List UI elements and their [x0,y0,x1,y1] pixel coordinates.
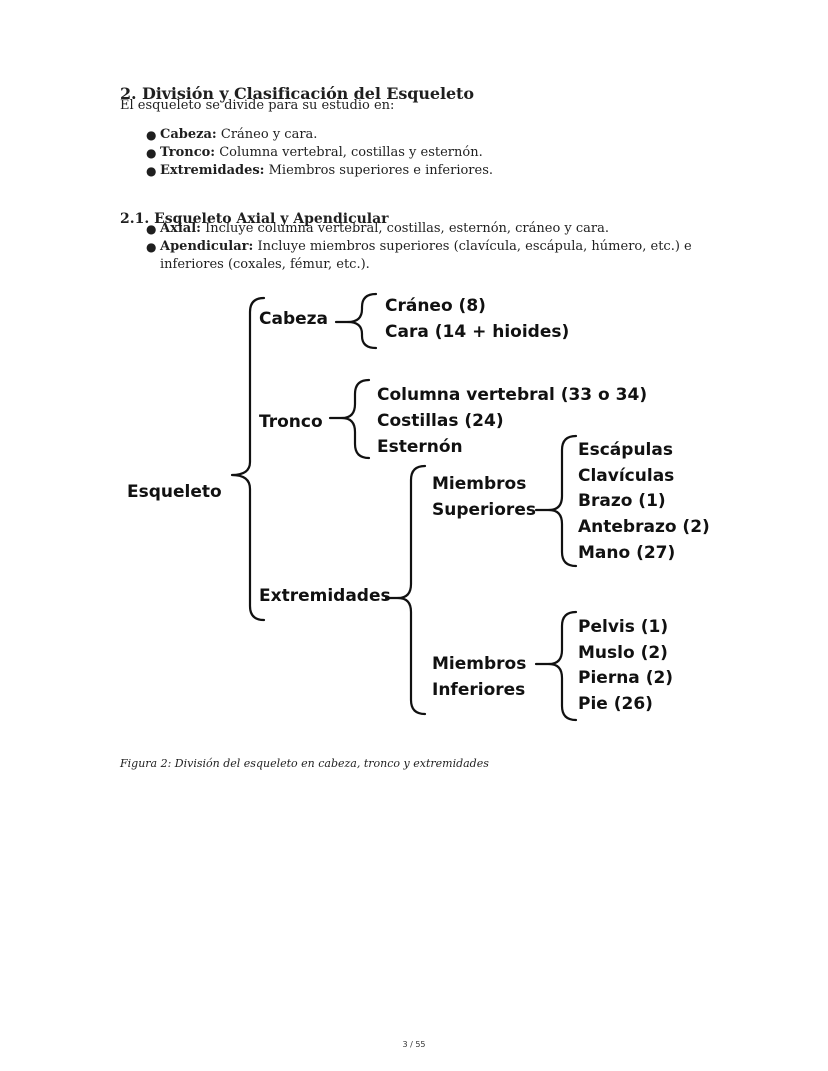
diagram-tronco-label: Tronco [259,412,323,432]
cabeza-bracket [346,292,378,350]
list-item-label: Cabeza: [160,127,217,142]
diagram-inferiores-child: Muslo (2) [578,643,668,663]
diagram-superiores-child: Clavículas [578,466,674,486]
diagram-superiores-child: Escápulas [578,440,673,460]
page-number: 3 / 55 [402,1040,426,1049]
bullet-icon: ● [146,222,157,236]
bullet-icon: ● [146,146,157,160]
diagram-tronco-child: Costillas (24) [377,411,504,431]
list-item-label: Tronco: [160,145,216,160]
diagram-superiores-child: Brazo (1) [578,491,666,511]
diagram-cabeza-label: Cabeza [259,309,328,329]
list-item-text: Columna vertebral, costillas y esternón. [215,145,483,160]
diagram-superiores-child: Antebrazo (2) [578,517,710,537]
figure-caption: Figura 2: División del esqueleto en cabe… [120,757,489,770]
diagram-superiores-child: Mano (27) [578,543,675,563]
bullet-icon: ● [146,164,157,178]
list-item-text: Cráneo y cara. [216,127,318,142]
list-item-axial: ● Axial: Incluye columna vertebral, cost… [146,220,731,238]
diagram-inferiores-child: Pierna (2) [578,668,673,688]
list-item-apendicular: ● Apendicular: Incluye miembros superior… [146,238,731,274]
section-intro: El esqueleto se divide para su estudio e… [120,98,395,113]
diagram-inferiores-label-line-1: Miembros [432,654,526,674]
list-item-tronco: ● Tronco: Columna vertebral, costillas y… [146,144,766,162]
diagram-inferiores-label-line-2: Inferiores [432,680,525,700]
diagram-superiores-label-line-1: Miembros [432,474,526,494]
list-item-label: Extremidades: [160,163,265,178]
superiores-bracket [547,434,578,568]
list-item-label: Apendicular: [160,239,254,254]
subsection-heading: 2.1. Esqueleto Axial y Apendicular [120,210,389,227]
diagram-root-label: Esqueleto [127,482,222,502]
diagram-cabeza-child: Cráneo (8) [385,296,486,316]
section-heading: 2. División y Clasificación del Esquelet… [120,83,474,103]
diagram-cabeza-child: Cara (14 + hioides) [385,322,569,342]
diagram-superiores-label-line-2: Superiores [432,500,536,520]
list-item-text: Miembros superiores e inferiores. [264,163,494,178]
tronco-bracket [340,378,371,460]
bullet-icon: ● [146,128,157,142]
diagram-inferiores-child: Pelvis (1) [578,617,668,637]
list-item-text: Incluye columna vertebral, costillas, es… [200,221,610,236]
list-item-extremidades: ● Extremidades: Miembros superiores e in… [146,162,766,180]
list-item-text: Incluye miembros superiores (clavícula, … [160,239,692,272]
diagram-brackets [230,292,578,722]
diagram-tronco-child: Esternón [377,437,463,457]
body-parts-list: ● Cabeza: Cráneo y cara. ● Tronco: Colum… [146,126,766,180]
diagram-tronco-child: Columna vertebral (33 o 34) [377,385,647,405]
extremidades-bracket [396,464,427,716]
list-item-label: Axial: [160,221,201,236]
diagram-inferiores-child: Pie (26) [578,694,653,714]
diagram-extremidades-label: Extremidades [259,586,391,606]
list-item-cabeza: ● Cabeza: Cráneo y cara. [146,126,766,144]
root-bracket [230,296,266,622]
bullet-icon: ● [146,240,157,254]
diagram-labels: Esqueleto Cabeza Cráneo (8) Cara (14 + h… [127,296,710,714]
skeleton-types-list: ● Axial: Incluye columna vertebral, cost… [146,220,731,274]
inferiores-bracket [547,610,578,722]
